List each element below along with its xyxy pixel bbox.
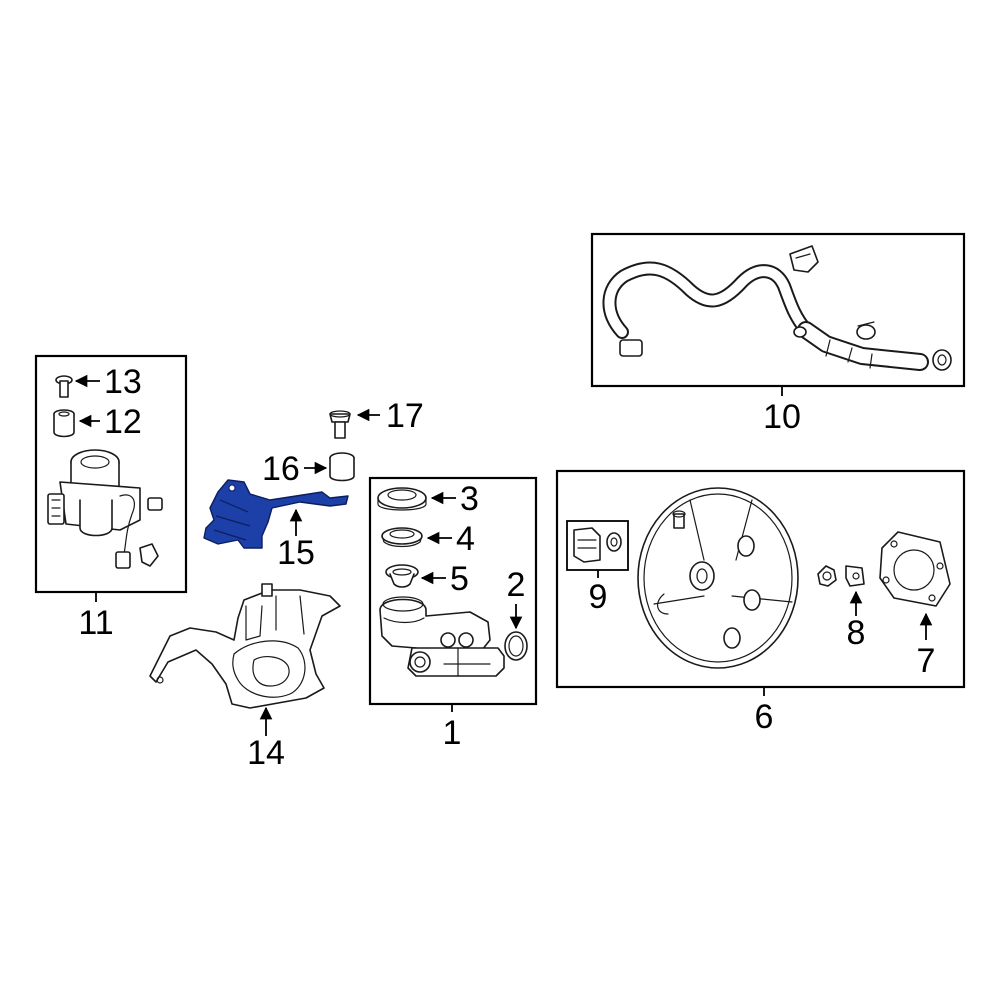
callout-6[interactable]: 6 bbox=[755, 698, 774, 736]
callout-5[interactable]: 5 bbox=[450, 560, 469, 598]
group-box-10 bbox=[590, 232, 966, 388]
vacuum-hose-assembly[interactable] bbox=[602, 245, 952, 371]
gasket-7[interactable] bbox=[879, 531, 951, 607]
callout-16[interactable]: 16 bbox=[262, 450, 300, 488]
callout-14[interactable]: 14 bbox=[247, 734, 285, 772]
nut-8[interactable] bbox=[817, 565, 865, 587]
mounting-bracket-14[interactable] bbox=[149, 583, 341, 709]
strainer-5[interactable] bbox=[385, 564, 419, 588]
callout-12[interactable]: 12 bbox=[104, 403, 142, 441]
o-ring-2[interactable] bbox=[504, 631, 528, 661]
callout-4[interactable]: 4 bbox=[456, 520, 475, 558]
callout-2[interactable]: 2 bbox=[507, 566, 526, 604]
callout-15[interactable]: 15 bbox=[277, 534, 315, 572]
master-cylinder[interactable] bbox=[379, 596, 505, 677]
reservoir-cap-3[interactable] bbox=[377, 487, 427, 511]
cap-seal-4[interactable] bbox=[381, 527, 423, 548]
group-box-6 bbox=[555, 469, 966, 689]
brake-booster[interactable] bbox=[637, 487, 799, 669]
bolt-13[interactable] bbox=[55, 375, 73, 398]
vacuum-sensor-9[interactable] bbox=[573, 527, 622, 563]
group-box-11 bbox=[34, 354, 188, 594]
bolt-17[interactable] bbox=[329, 410, 351, 439]
callout-10[interactable]: 10 bbox=[763, 398, 801, 436]
callout-11[interactable]: 11 bbox=[78, 604, 113, 642]
group-box-1 bbox=[368, 476, 538, 706]
vacuum-pump[interactable] bbox=[47, 449, 163, 569]
callout-7[interactable]: 7 bbox=[917, 642, 936, 680]
bracket-15-highlighted[interactable] bbox=[203, 479, 349, 549]
callout-9[interactable]: 9 bbox=[589, 578, 608, 616]
bushing-16[interactable] bbox=[329, 452, 355, 482]
callout-8[interactable]: 8 bbox=[847, 614, 866, 652]
callout-3[interactable]: 3 bbox=[460, 480, 479, 518]
callout-1[interactable]: 1 bbox=[443, 714, 462, 752]
callout-13[interactable]: 13 bbox=[104, 363, 142, 401]
bushing-12[interactable] bbox=[53, 409, 75, 438]
callout-17[interactable]: 17 bbox=[386, 397, 424, 435]
